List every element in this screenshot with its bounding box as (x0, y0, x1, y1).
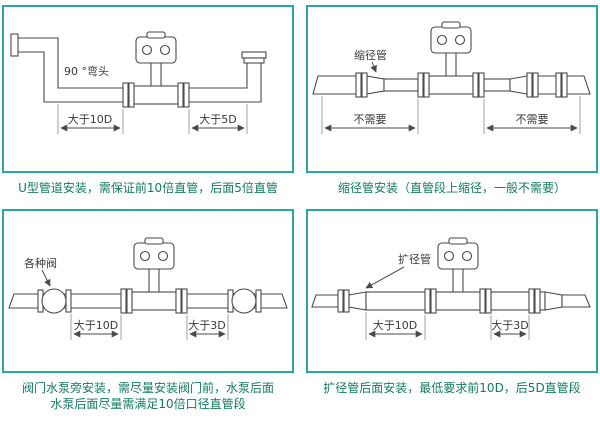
dimension-right: 大于3D (490, 315, 530, 340)
part-callout: 扩径管 (365, 252, 431, 289)
expander-cone (509, 75, 528, 95)
dim-left-label: 大于10D (68, 112, 112, 126)
valves-label: 各种阀 (24, 256, 57, 270)
flowmeter (122, 31, 190, 108)
caption-valve-pump: 阀门水泵旁安装，需尽量安装阀门前，水泵后面 水泵后面尽量需满足10倍口径直管段 (2, 380, 294, 412)
part-callout: 各种阀 (24, 256, 57, 287)
expander-label: 扩径管 (398, 252, 431, 266)
flowmeter (417, 21, 485, 98)
reducer-label: 缩径管 (354, 48, 387, 62)
dimension-left: 大于10D (57, 104, 124, 134)
panel-reducer: 缩径管 不需要 不需要 (306, 5, 598, 173)
flange (555, 72, 562, 98)
valve-left (37, 288, 72, 314)
dimension-right: 大于3D (186, 314, 229, 340)
dim-right-label: 大于3D (491, 318, 528, 332)
caption-expander: 扩径管后面安装，最低要求前10D，后5D直管段 (323, 381, 581, 395)
reducer-cone (366, 75, 385, 95)
flowmeter (120, 237, 188, 314)
flange (528, 288, 535, 314)
expander-cone (348, 291, 367, 311)
dim-right-label: 不需要 (516, 113, 549, 126)
cell-u-pipe: 90 °弯头 大于10D 大于5D U型管道安装，需保证前10倍 (2, 5, 294, 196)
cell-reducer: 缩径管 不需要 不需要 (306, 5, 598, 196)
panel-u-pipe: 90 °弯头 大于10D 大于5D (2, 5, 294, 173)
elbow-label: 90 °弯头 (64, 64, 109, 78)
dimension-left: 大于10D (365, 312, 426, 340)
dim-right-label: 大于5D (199, 112, 236, 126)
dim-left-label: 大于10D (74, 318, 118, 332)
reducer-drawing: 缩径管 不需要 不需要 (312, 21, 591, 134)
dim-right-label: 大于3D (188, 318, 225, 332)
outlet-flange (241, 51, 267, 59)
expander-drawing: 扩径管 大于10D 大于3D (311, 237, 591, 340)
flange (355, 72, 362, 98)
caption-u-pipe: U型管道安装，需保证前10倍直管，后面5倍直管 (18, 181, 278, 195)
caption-valve-pump-line1: 阀门水泵旁安装，需尽量安装阀门前，水泵后面 (21, 381, 274, 395)
diagram-grid: 90 °弯头 大于10D 大于5D U型管道安装，需保证前10倍 (2, 5, 598, 412)
valve-right (227, 288, 262, 314)
u-pipe-drawing: 90 °弯头 大于10D 大于5D (10, 31, 267, 134)
dimension-left: 大于10D (70, 314, 122, 340)
dim-left-label: 大于10D (373, 318, 417, 332)
pipe-run (311, 288, 591, 314)
caption-reducer: 缩径管安装（直管段上缩径，一般不需要） (337, 181, 566, 195)
flange (337, 289, 344, 313)
flowmeter (424, 237, 492, 314)
part-callout: 缩径管 (354, 48, 387, 73)
reducer-cone (544, 291, 563, 311)
caption-valve-pump-line2: 水泵后面尽量需满足10倍口径直管段 (50, 397, 246, 411)
cell-valve-pump: 各种阀 大于10D 大于3D (2, 209, 294, 412)
panel-expander: 扩径管 大于10D 大于3D (306, 209, 598, 373)
dimension-right: 大于5D (188, 104, 248, 134)
dim-left-label: 不需要 (354, 113, 387, 126)
dimension-left: 不需要 (321, 96, 419, 134)
cell-expander: 扩径管 大于10D 大于3D (306, 209, 598, 412)
inlet-flange (10, 33, 19, 57)
panel-valve-pump: 各种阀 大于10D 大于3D (2, 209, 294, 373)
flange (526, 72, 533, 98)
dimension-right: 不需要 (483, 96, 581, 134)
pipe-run (312, 72, 591, 98)
valve-pump-drawing: 各种阀 大于10D 大于3D (8, 237, 288, 340)
